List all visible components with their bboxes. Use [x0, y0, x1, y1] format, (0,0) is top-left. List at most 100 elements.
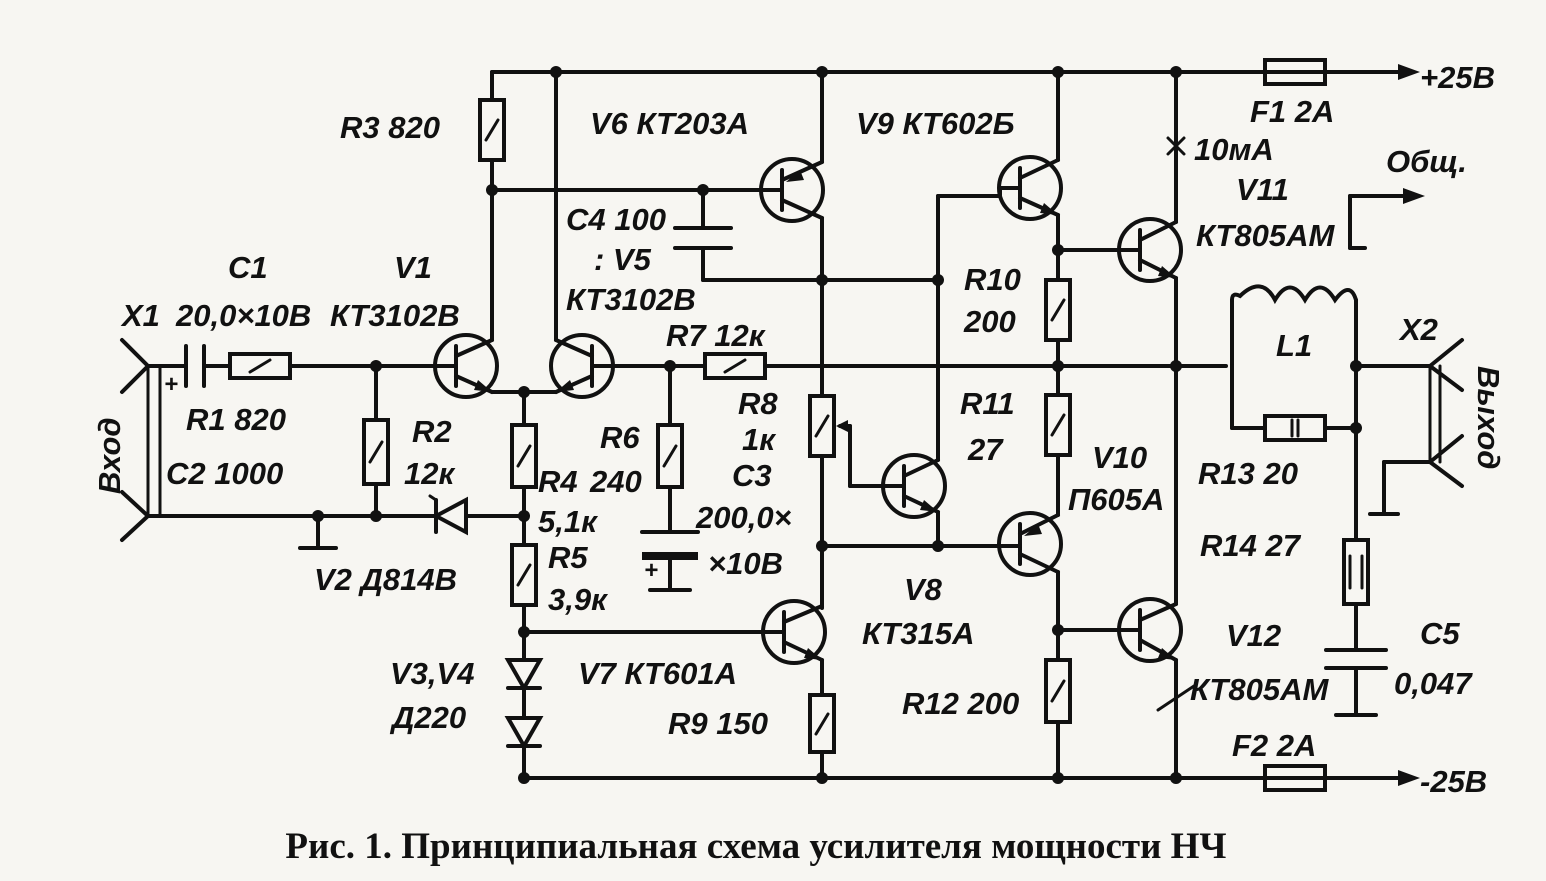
label-r5-value: 3,9к — [548, 582, 608, 617]
transistor-v9 — [997, 155, 1063, 221]
transistor-v12 — [1117, 597, 1196, 712]
transistor-v10 — [997, 511, 1063, 577]
label-common: Общ. — [1386, 144, 1467, 179]
label-r8: R8 — [738, 386, 778, 421]
current-marker — [1166, 136, 1186, 156]
label-c5: C5 — [1420, 616, 1460, 651]
label-r6: R6 — [600, 420, 640, 455]
label-v6: V6 КТ203А — [590, 106, 749, 141]
resistor-r7 — [703, 352, 767, 380]
arrows — [1398, 64, 1425, 786]
resistor-r6 — [656, 423, 684, 489]
diode-v3 — [504, 658, 544, 720]
label-v12-type: КТ805АМ — [1190, 672, 1329, 707]
label-c4-v5: : V5 — [594, 242, 652, 277]
resistor-r1 — [228, 352, 292, 380]
label-r4: R4 — [538, 464, 578, 499]
label-input: Вход — [92, 417, 127, 494]
fuse-f1 — [1263, 58, 1327, 86]
label-v34: V3,V4 — [390, 656, 474, 691]
label-r9: R9 150 — [668, 706, 768, 741]
capacitor-c3: + — [640, 530, 700, 592]
resistor-r14 — [1342, 538, 1370, 606]
label-r13: R13 20 — [1198, 456, 1298, 491]
label-v10: V10 — [1092, 440, 1147, 475]
label-v11: V11 — [1236, 172, 1289, 207]
label-r12: R12 200 — [902, 686, 1019, 721]
label-f2: F2 2A — [1232, 728, 1316, 763]
resistor-r12 — [1044, 658, 1072, 724]
label-v2: V2 Д814В — [314, 562, 457, 597]
zener-diode-v2 — [428, 494, 468, 536]
label-v5-type: КТ3102В — [566, 282, 696, 317]
svg-text:+: + — [644, 557, 658, 584]
label-v7: V7 КТ601А — [578, 656, 737, 691]
capacitor-c1: + — [164, 344, 206, 398]
capacitor-c5 — [1324, 648, 1388, 717]
resistor-r9 — [808, 693, 836, 754]
label-plus25: +25В — [1420, 60, 1495, 95]
label-v34-type: Д220 — [389, 700, 466, 735]
label-c1: C1 — [228, 250, 268, 285]
label-r4-value: 5,1к — [538, 504, 598, 539]
junctions — [312, 66, 1362, 784]
label-c4: C4 100 — [566, 202, 666, 237]
labels: X1 C1 20,0×10В V1 КТ3102В КТ3102В R3 820… — [92, 60, 1506, 799]
resistor-r5 — [510, 543, 538, 607]
label-r5: R5 — [548, 540, 588, 575]
resistor-r10 — [1044, 278, 1072, 342]
svg-text:+: + — [164, 371, 178, 398]
label-minus25: -25В — [1420, 764, 1487, 799]
transistor-v7 — [761, 599, 827, 665]
label-x1: X1 — [120, 298, 160, 333]
label-r11: R11 — [960, 386, 1015, 421]
label-v12: V12 — [1226, 618, 1281, 653]
resistor-r3 — [478, 98, 506, 162]
label-r2-value: 12к — [404, 456, 455, 491]
resistor-r2 — [362, 418, 390, 486]
plus25-arrow — [1398, 64, 1420, 80]
resistor-r13 — [1263, 414, 1327, 442]
figure-caption: Рис. 1. Принципиальная схема усилителя м… — [285, 826, 1226, 867]
minus25-arrow — [1398, 770, 1420, 786]
label-c2: C2 1000 — [166, 456, 283, 491]
label-r3: R3 820 — [340, 110, 440, 145]
transistor-v6 — [759, 157, 825, 223]
label-c3-value-2: ×10В — [708, 546, 783, 581]
resistor-r4 — [510, 423, 538, 489]
transistor-v5 — [549, 333, 615, 399]
resistor-r11 — [1044, 393, 1072, 457]
label-v10-type: П605А — [1068, 482, 1164, 517]
transistor-v11 — [1117, 217, 1183, 283]
label-v1-type: КТ3102В — [330, 298, 460, 333]
transistor-v1 — [433, 333, 499, 399]
label-x2: X2 — [1398, 312, 1438, 347]
capacitor-c4 — [673, 226, 733, 250]
label-v1: V1 — [394, 250, 432, 285]
label-l1: L1 — [1276, 328, 1312, 363]
label-r7: R7 12к — [666, 318, 766, 353]
common-arrow — [1403, 188, 1425, 204]
label-c5-value: 0,047 — [1394, 666, 1473, 701]
label-r8-value: 1к — [742, 422, 776, 457]
fuse-f2 — [1263, 764, 1327, 792]
label-v9: V9 КТ602Б — [856, 106, 1015, 141]
label-v11-type: КТ805АМ — [1196, 218, 1335, 253]
diode-v4 — [504, 716, 544, 751]
label-r2: R2 — [412, 414, 452, 449]
label-v8: V8 — [904, 572, 943, 607]
label-r10: R10 — [964, 262, 1021, 297]
label-r14: R14 27 — [1200, 528, 1302, 563]
connector-x1 — [120, 338, 151, 542]
connector-x2 — [1426, 338, 1464, 488]
label-output: Выход — [1471, 366, 1506, 469]
transistor-v8 — [881, 453, 947, 519]
label-c3: C3 — [732, 458, 772, 493]
label-f1: F1 2A — [1250, 94, 1334, 129]
label-r10-value: 200 — [963, 304, 1016, 339]
label-v8-type: КТ315А — [862, 616, 974, 651]
label-r6-value: 240 — [589, 464, 642, 499]
label-c3-value-1: 200,0× — [695, 500, 792, 535]
label-current: 10мА — [1194, 132, 1274, 167]
